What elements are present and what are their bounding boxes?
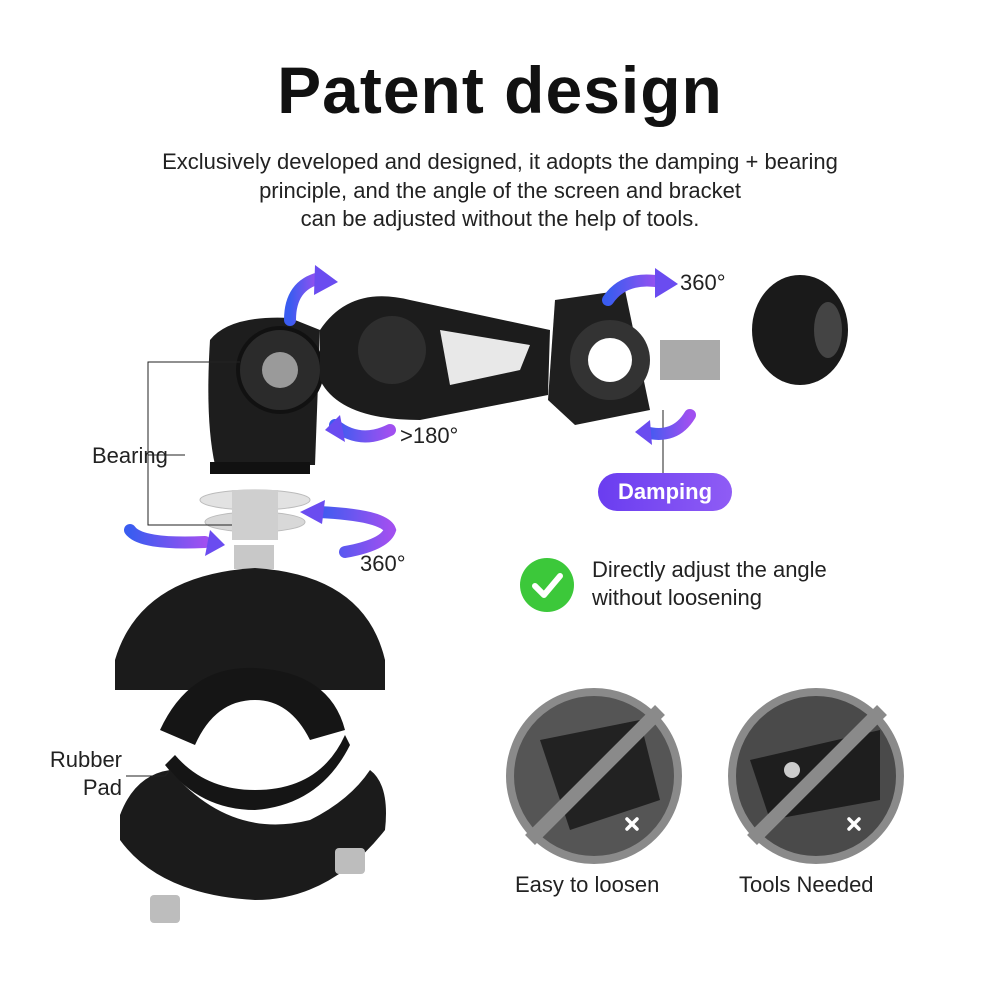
subtitle: Exclusively developed and designed, it a…: [0, 148, 1000, 234]
comparison-label-loosen: Easy to loosen: [515, 872, 660, 897]
subtitle-line: principle, and the angle of the screen a…: [259, 177, 741, 203]
bearing-label: Bearing: [92, 443, 168, 468]
subtitle-line: can be adjusted without the help of tool…: [300, 206, 700, 231]
damping-badge: Damping: [598, 473, 732, 511]
ball-head: [752, 275, 848, 385]
comparison-label-tools: Tools Needed: [739, 872, 874, 897]
rubber-pad: [165, 735, 350, 810]
rubber-pad-label-line: Rubber: [49, 747, 122, 772]
x-icon: [625, 817, 861, 831]
rotation-label-base: 360°: [360, 551, 406, 576]
comparison-circle-loosen: [506, 688, 682, 864]
check-icon: [520, 558, 574, 612]
clamp-bottom: [120, 770, 386, 900]
benefit-text: Directly adjust the angle without loosen…: [592, 556, 827, 612]
arrowhead-icon: [205, 265, 678, 556]
page-title: Patent design: [277, 53, 723, 127]
clamp-top: [115, 568, 385, 690]
rotation-label-top: 360°: [680, 270, 726, 295]
comparison-circle-tools: [728, 688, 904, 864]
benefit-line: Directly adjust the angle: [592, 557, 827, 582]
rubber-pad-label-line: Pad: [82, 775, 122, 800]
subtitle-line: Exclusively developed and designed, it a…: [162, 149, 838, 174]
rotation-label-arm: >180°: [400, 423, 459, 448]
rubber-pad-label: Rubber Pad: [30, 746, 122, 802]
benefit-line: without loosening: [592, 585, 763, 610]
